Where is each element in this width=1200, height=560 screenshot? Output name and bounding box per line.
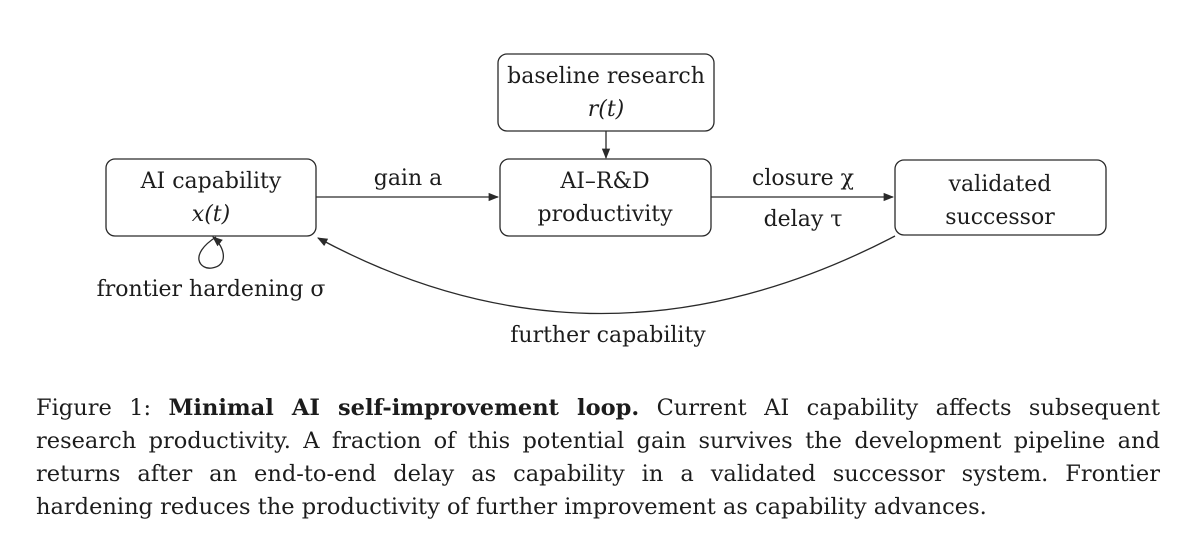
edge-label-delay: delay τ: [764, 207, 843, 232]
node-validated-successor-line1: validated: [948, 172, 1052, 197]
caption-title: Minimal AI self-improvement loop.: [168, 395, 640, 421]
node-ai-rd-productivity: AI–R&D productivity: [499, 158, 712, 237]
edge-label-frontier-hardening: frontier hardening σ: [97, 277, 326, 302]
node-validated-successor: validated successor: [894, 159, 1107, 236]
caption-body: Current AI capability affects subsequent…: [36, 395, 1160, 520]
node-ai-capability-title: AI capability: [140, 169, 282, 194]
node-baseline-research: baseline research r(t): [497, 53, 715, 132]
caption-prefix: Figure 1:: [36, 395, 169, 421]
frontier-hardening-loop: [198, 236, 225, 269]
figure-caption: Figure 1: Minimal AI self-improvement lo…: [36, 392, 1160, 524]
node-ai-capability: AI capability x(t): [105, 158, 317, 237]
edge-label-gain: gain a: [374, 166, 443, 191]
further-capability-arrow: [317, 235, 896, 315]
node-ai-rd-subtitle: productivity: [537, 202, 673, 227]
node-ai-rd-title: AI–R&D: [559, 169, 649, 194]
edge-label-further-capability: further capability: [510, 323, 706, 348]
node-validated-successor-line2: successor: [945, 205, 1055, 230]
node-baseline-research-title: baseline research: [507, 64, 705, 89]
edge-label-closure: closure χ: [752, 166, 854, 191]
node-baseline-research-symbol: r(t): [588, 97, 625, 122]
node-ai-capability-symbol: x(t): [192, 202, 230, 227]
